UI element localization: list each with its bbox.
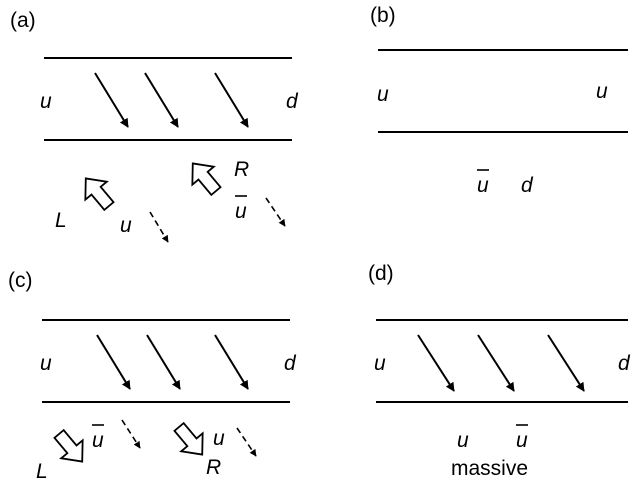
panel-c: (c) u d L u R u bbox=[8, 269, 297, 483]
panel-c-right-helicity: R bbox=[206, 456, 221, 479]
panel-a-antiquark-label: u bbox=[235, 200, 247, 223]
panel-c-spin-arrow-1 bbox=[96, 334, 131, 390]
panel-a-label: (a) bbox=[10, 9, 36, 32]
panel-c-antiquark-dashed-arrow bbox=[121, 419, 141, 449]
panel-a: (a) u d L u R u bbox=[10, 9, 299, 243]
panel-c-quark-dashed-arrow bbox=[236, 427, 257, 457]
panel-d-spin-arrow-1 bbox=[417, 334, 455, 392]
panel-c-spin-arrow-2 bbox=[146, 334, 181, 390]
panel-a-left-quark: u bbox=[40, 90, 52, 113]
panel-c-left-hollow-arrow bbox=[47, 424, 94, 472]
panel-c-quark-label: u bbox=[213, 427, 225, 450]
panel-c-antiquark-label: u bbox=[92, 429, 104, 452]
panel-b-antiquark-label: u bbox=[477, 174, 489, 197]
panel-d-label: (d) bbox=[368, 262, 394, 285]
panel-a-spin-arrow-3 bbox=[214, 72, 249, 128]
panel-a-spin-arrow-2 bbox=[144, 72, 179, 128]
panel-a-right-quark: d bbox=[286, 90, 299, 113]
panel-d: (d) u d u u massive bbox=[368, 262, 631, 480]
panel-a-right-hollow-arrow bbox=[181, 153, 228, 201]
panel-c-spin-arrow-3 bbox=[214, 334, 249, 390]
panel-d-caption: massive bbox=[451, 457, 528, 480]
panel-d-spin-arrow-3 bbox=[547, 334, 585, 392]
panel-a-left-hollow-arrow bbox=[74, 168, 121, 216]
panel-c-label: (c) bbox=[8, 269, 33, 292]
panel-c-right-quark: d bbox=[284, 352, 297, 375]
panel-a-right-helicity: R bbox=[234, 158, 249, 181]
panel-a-antiquark-dashed-arrow bbox=[265, 197, 286, 227]
panel-a-quark-dashed-arrow bbox=[149, 211, 169, 243]
panel-d-left-quark: u bbox=[374, 352, 386, 375]
panel-d-quark-label: u bbox=[457, 429, 469, 452]
panel-b-right-quark: u bbox=[596, 80, 608, 103]
panel-b: (b) u u u d bbox=[370, 4, 628, 197]
panel-b-label: (b) bbox=[370, 4, 396, 27]
panel-a-quark-label: u bbox=[120, 214, 132, 237]
panel-a-spin-arrow-1 bbox=[94, 72, 129, 128]
panel-c-left-helicity: L bbox=[36, 460, 48, 483]
panel-b-left-quark: u bbox=[377, 83, 389, 106]
panel-c-left-quark: u bbox=[40, 352, 52, 375]
panel-d-spin-arrow-2 bbox=[477, 334, 515, 392]
panel-d-right-quark: d bbox=[618, 352, 631, 375]
panel-a-left-helicity: L bbox=[55, 209, 67, 232]
panel-d-antiquark-label: u bbox=[516, 429, 528, 452]
panel-b-quark-label: d bbox=[521, 174, 534, 197]
